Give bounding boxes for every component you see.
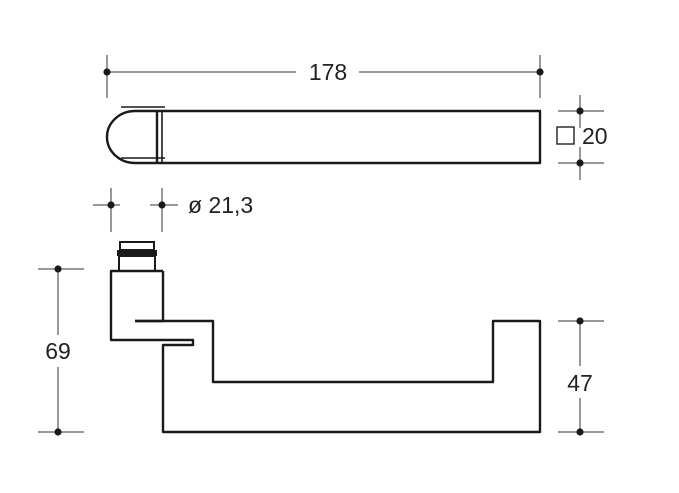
length-label: 178	[309, 59, 347, 85]
height-right-dimension: 47	[558, 317, 604, 436]
spindle-cap	[119, 241, 155, 251]
dimension-dot	[107, 201, 115, 209]
dimension-dot	[576, 159, 584, 167]
diameter-label: ø 21,3	[188, 192, 253, 218]
handle-side-view	[109, 241, 542, 434]
diameter-dimension: ø 21,3	[93, 188, 253, 232]
length-dimension: 178	[103, 55, 544, 98]
lever-profile	[135, 319, 542, 434]
dimension-dot	[536, 68, 544, 76]
dimension-dot	[576, 317, 584, 325]
dimension-dot	[576, 428, 584, 436]
handle-top-outline	[105, 109, 542, 165]
dimension-dot	[576, 107, 584, 115]
height-left-dimension: 69	[38, 265, 84, 436]
height-right-label: 47	[567, 370, 593, 396]
square-dimension: 20	[556, 95, 608, 180]
square-symbol-icon	[556, 126, 575, 145]
square-label: 20	[582, 123, 608, 149]
dimension-dot	[54, 265, 62, 273]
dimension-dot	[103, 68, 111, 76]
height-left-label: 69	[45, 338, 71, 364]
dimension-dot	[158, 201, 166, 209]
spindle-collar	[118, 255, 156, 272]
dimension-dot	[54, 428, 62, 436]
spindle-ring	[117, 250, 157, 256]
handle-top-view	[105, 106, 542, 165]
rose-body	[109, 269, 195, 346]
